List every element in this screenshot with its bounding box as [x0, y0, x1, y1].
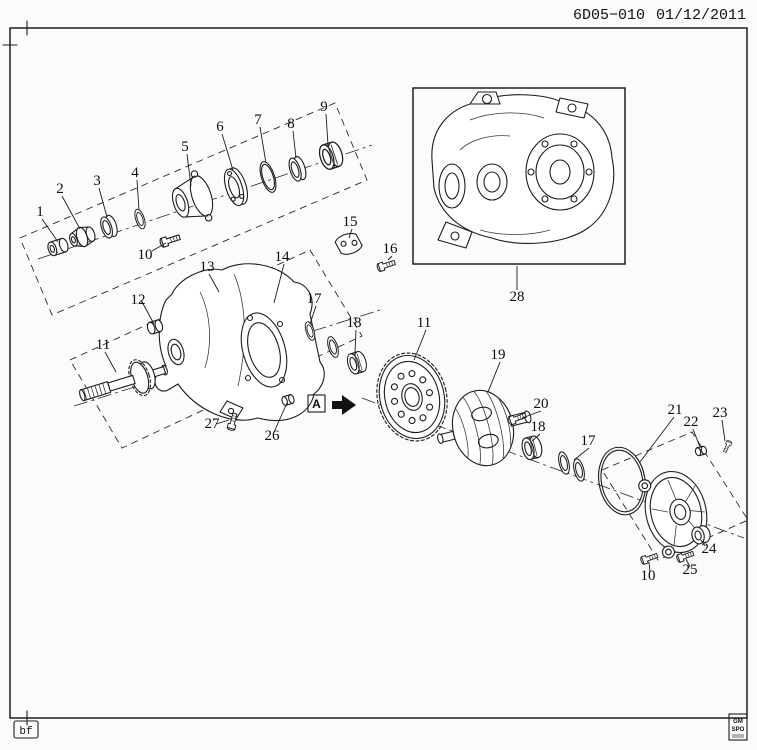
callout-26: 26 — [265, 428, 281, 444]
part-9-bearing — [316, 139, 347, 172]
part-12-plug — [146, 319, 164, 335]
callout-1: 1 — [36, 204, 44, 220]
callout-7: 7 — [254, 112, 262, 128]
housing-flange-bolt-holes — [244, 314, 286, 384]
housing-front-opening — [240, 312, 288, 388]
part-24-seal-cap — [691, 525, 711, 545]
callout-27: 27 — [205, 416, 221, 432]
part-4-washer — [132, 207, 148, 231]
part-5-bearing-retainer — [171, 170, 214, 222]
callout-6: 6 — [216, 119, 224, 135]
part-3-seal — [100, 214, 118, 239]
differential-cover — [638, 471, 708, 559]
carrier-housing-group — [79, 232, 397, 432]
part-26-pin — [281, 394, 295, 406]
part-17-ring-rear-b — [571, 457, 587, 483]
callout-25: 25 — [683, 562, 698, 578]
view-marker-label: A — [312, 397, 321, 411]
group-boundaries — [19, 102, 749, 561]
assembled-mount-lugs — [437, 91, 589, 249]
doc-number: 6D05−010 — [573, 7, 645, 24]
part-16-bolt — [375, 258, 397, 273]
part-13-14-carrier-housing — [154, 263, 325, 422]
part-11-ring-gear — [376, 352, 448, 442]
part-17-ring-rear-a — [556, 450, 572, 476]
housing-shaft-boss — [167, 338, 185, 366]
callout-28: 28 — [510, 289, 525, 305]
part-19-differential-case — [437, 389, 532, 467]
inset-box — [412, 87, 626, 265]
callout-11-b: 11 — [417, 315, 431, 331]
callout-20: 20 — [534, 396, 549, 412]
callout-21: 21 — [668, 402, 683, 418]
callout-19: 19 — [491, 347, 506, 363]
callout-17-b: 17 — [581, 433, 597, 449]
part-18-bearing-rear — [519, 434, 545, 462]
assembled-pinion-flange — [438, 163, 466, 209]
footer-plate: bf — [13, 720, 39, 739]
callout-24: 24 — [702, 541, 718, 557]
part-11-pinion-shaft — [79, 359, 168, 402]
part-21-gasket-o-ring — [598, 446, 646, 516]
view-marker-a: A — [307, 394, 356, 415]
callout-23: 23 — [713, 405, 728, 421]
callout-16: 16 — [383, 241, 399, 257]
gm-logo: GM SPO — [728, 713, 748, 741]
callout-18-a: 18 — [347, 315, 362, 331]
callout-18-b: 18 — [531, 419, 546, 435]
part-7-o-ring — [259, 161, 277, 193]
callout-13: 13 — [200, 259, 215, 275]
doc-date: 01/12/2011 — [656, 7, 746, 24]
callout-10-a: 10 — [138, 247, 153, 263]
axis-centerlines — [37, 144, 745, 539]
part-6-shim-plate — [223, 167, 249, 207]
plate-code: bf — [19, 726, 32, 738]
view-arrow-icon — [332, 395, 356, 415]
differential-group — [376, 352, 733, 566]
pinion-parts-group — [47, 139, 347, 257]
part-23-bolt — [721, 439, 733, 454]
callout-15: 15 — [343, 214, 358, 230]
callout-2: 2 — [56, 181, 64, 197]
callout-14: 14 — [275, 249, 291, 265]
callout-9: 9 — [320, 99, 328, 115]
gm-logo-line1: GM — [733, 719, 743, 725]
callout-8: 8 — [287, 116, 295, 132]
part-22-dowel — [694, 445, 708, 457]
part-2-flange — [69, 226, 96, 248]
callout-10-b: 10 — [641, 568, 656, 584]
assembled-body-details — [459, 112, 551, 235]
callout-4: 4 — [131, 165, 139, 181]
leader-lines — [41, 113, 726, 573]
registration-ticks — [2, 20, 28, 726]
part-15-bracket — [334, 232, 363, 255]
assembled-unit-inset — [412, 87, 626, 265]
callout-11-a: 11 — [96, 337, 110, 353]
callout-22: 22 — [684, 414, 699, 430]
assembled-rear-cover-face — [525, 133, 595, 211]
part-8-ring — [288, 156, 307, 182]
part-18-bearing-front — [344, 349, 370, 376]
part-1-spacer — [47, 237, 69, 257]
callout-5: 5 — [181, 139, 189, 155]
callout-12: 12 — [131, 292, 146, 308]
page-border — [9, 27, 748, 719]
callout-17-a: 17 — [307, 291, 323, 307]
gm-logo-line2: SPO — [732, 727, 745, 733]
callout-3: 3 — [93, 173, 101, 189]
